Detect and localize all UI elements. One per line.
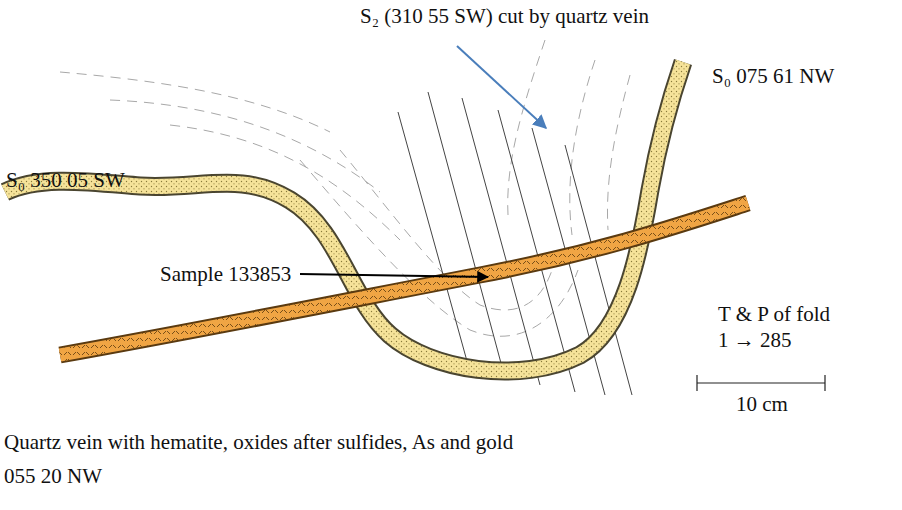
scale-bar xyxy=(697,375,825,391)
sample-label: Sample 133853 xyxy=(160,262,291,286)
fold-axis-label: T & P of fold xyxy=(718,302,830,326)
bedding-label: S₀ 350 05 SW xyxy=(6,168,125,192)
cleavage-label: S₂ (310 55 SW) cut by quartz vein xyxy=(360,4,649,28)
folded-sandstone-bed xyxy=(5,62,683,371)
vein-caption: Quartz vein with hematite, oxides after … xyxy=(4,430,513,454)
leader-arrow xyxy=(457,46,546,128)
vein-orientation: 055 20 NW xyxy=(4,464,102,488)
scale-label: 10 cm xyxy=(736,392,788,416)
sample-arrow xyxy=(300,274,488,277)
quartz-vein xyxy=(60,203,748,355)
bedding-label: S₀ 075 61 NW xyxy=(712,64,834,88)
fold-axis-value: 1 → 285 xyxy=(718,328,792,352)
